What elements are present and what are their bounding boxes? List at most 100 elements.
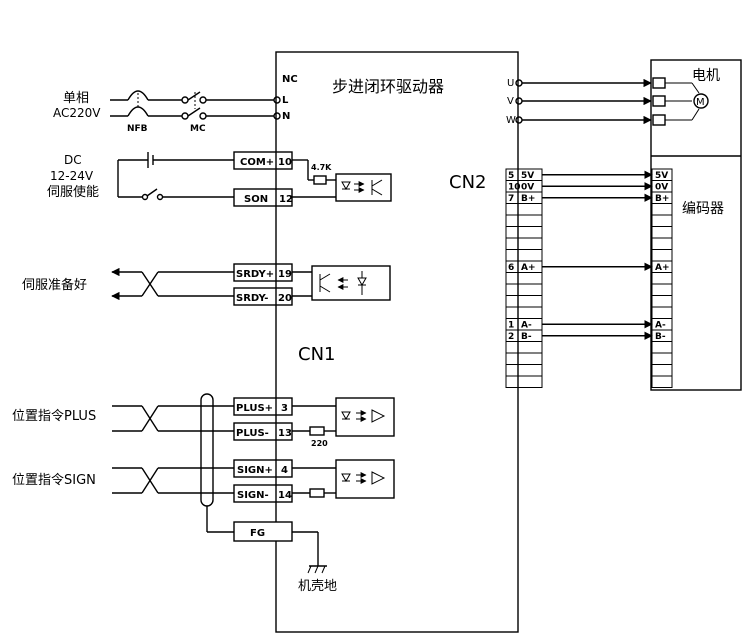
dc-label: DC [64,153,82,167]
encoder-cell [651,364,673,377]
motor-u-label: U [507,78,514,89]
son-pin-number: 12 [279,194,293,205]
cn2-pin-number: 2 [508,332,514,342]
cn2-pin-name: B+ [521,194,535,204]
servo-ready-label: 伺服准备好 [22,277,87,293]
power-input: 单相 AC220V NFB MC NC L N [53,74,298,134]
cn2-label: CN2 [449,172,487,193]
cn2-pin-name: A+ [521,263,536,273]
encoder-pin-name: A+ [655,263,670,273]
cn2-cell [505,375,543,388]
fg-label: FG [250,528,265,539]
shield-ground: FG 机壳地 [200,393,337,594]
l-label: L [282,95,289,106]
encoder-cell [651,203,673,216]
cn2-pin-name: 5V [521,171,534,181]
cn2-pin-number: 5 [508,171,514,181]
plus-input-circuit: 位置指令PLUS PLUS+ 3 PLUS- 13 220 [12,397,395,448]
ready-optocoupler [311,265,391,301]
encoder-cell [651,272,673,285]
son-pin-label: SON [244,194,268,205]
driver-title: 步进闭环驱动器 [332,77,444,96]
power-voltage-label: AC220V [53,106,101,120]
cn2-cell [505,226,543,239]
sign-plus-number: 4 [281,465,288,476]
motor-w-label: W [506,115,516,126]
dc-voltage-label: 12-24V [50,169,94,183]
cn2-cell [505,341,543,354]
motor-symbol [693,93,709,109]
srdy-plus-number: 19 [278,269,292,280]
srdy-plus-label: SRDY+ [236,269,274,280]
encoder-label: 编码器 [682,201,724,217]
cn2-cell [505,203,543,216]
sign-minus-label: SIGN- [237,490,269,501]
servo-ready-circuit: 伺服准备好 SRDY+ 19 SRDY- 20 [22,263,391,306]
sign-signal-label: 位置指令SIGN [12,473,96,488]
encoder-terminal-strip: 5V 0VB+ A+ A-B- [651,168,673,388]
cn2-pin-name: A- [521,321,532,331]
encoder-cell [651,295,673,308]
com-pin-number: 10 [278,157,292,168]
cn1-label: CN1 [298,344,336,365]
plus-minus-number: 13 [278,428,292,439]
encoder-pin-name: A- [655,321,666,331]
nfb-label: NFB [127,124,148,134]
chassis-ground-label: 机壳地 [298,579,337,594]
encoder-pin-name: B- [655,332,666,342]
encoder-pin-name: B+ [655,194,669,204]
cn2-pin-number: 6 [508,263,514,273]
encoder-pin-name: 5V [655,171,668,181]
cn2-pin-name: 0V [521,183,534,193]
srdy-minus-number: 20 [278,293,292,304]
encoder-cell [651,214,673,227]
cable-shield [200,393,214,507]
enable-optocoupler [335,173,392,202]
plus-plus-number: 3 [281,403,288,414]
encoder-cell [651,283,673,296]
encoder-cell [651,341,673,354]
cn2-cell [505,364,543,377]
motor-m-label: M [696,97,705,108]
cn2-cell [505,272,543,285]
cn2-cell [505,352,543,365]
resistor-220-label: 220 [311,439,328,448]
encoder-cell [651,226,673,239]
cn2-pin-number: 1 [508,321,514,331]
encoder-wires [542,170,653,340]
nc-label: NC [282,74,298,85]
sign-input-circuit: 位置指令SIGN SIGN+ 4 SIGN- 14 [12,459,395,503]
servo-enable-circuit: DC 12-24V 伺服使能 COM+ 10 SON 12 4.7K [47,151,392,207]
encoder-cell [651,306,673,319]
motor-section: 电机 U V W M [506,59,742,391]
mc-label: MC [190,124,206,134]
cn2-cell [505,283,543,296]
com-pin-label: COM+ [240,157,274,168]
cn2-pin-number: 7 [508,194,514,204]
encoder-cell [651,352,673,365]
motor-v-label: V [507,96,514,107]
plus-signal-label: 位置指令PLUS [12,409,96,424]
servo-enable-label: 伺服使能 [47,184,99,200]
power-phase-label: 单相 [63,91,89,106]
cn2-pin-name: B- [521,332,532,342]
cn2-cell [505,295,543,308]
resistor-4k7-label: 4.7K [311,163,332,172]
driver-box [275,51,519,633]
sign-minus-number: 14 [278,490,292,501]
encoder-pin-name: 0V [655,183,668,193]
plus-minus-label: PLUS- [236,428,269,439]
cn2-cell [505,214,543,227]
cn2-pin-number: 10 [508,183,521,193]
motor-label: 电机 [692,68,720,84]
n-label: N [282,111,290,122]
motor-encoder-box [650,59,742,391]
cn2-cell [505,237,543,250]
cn2-cell [505,249,543,262]
cn2-cell [505,306,543,319]
encoder-cell [651,237,673,250]
encoder-cell [651,375,673,388]
